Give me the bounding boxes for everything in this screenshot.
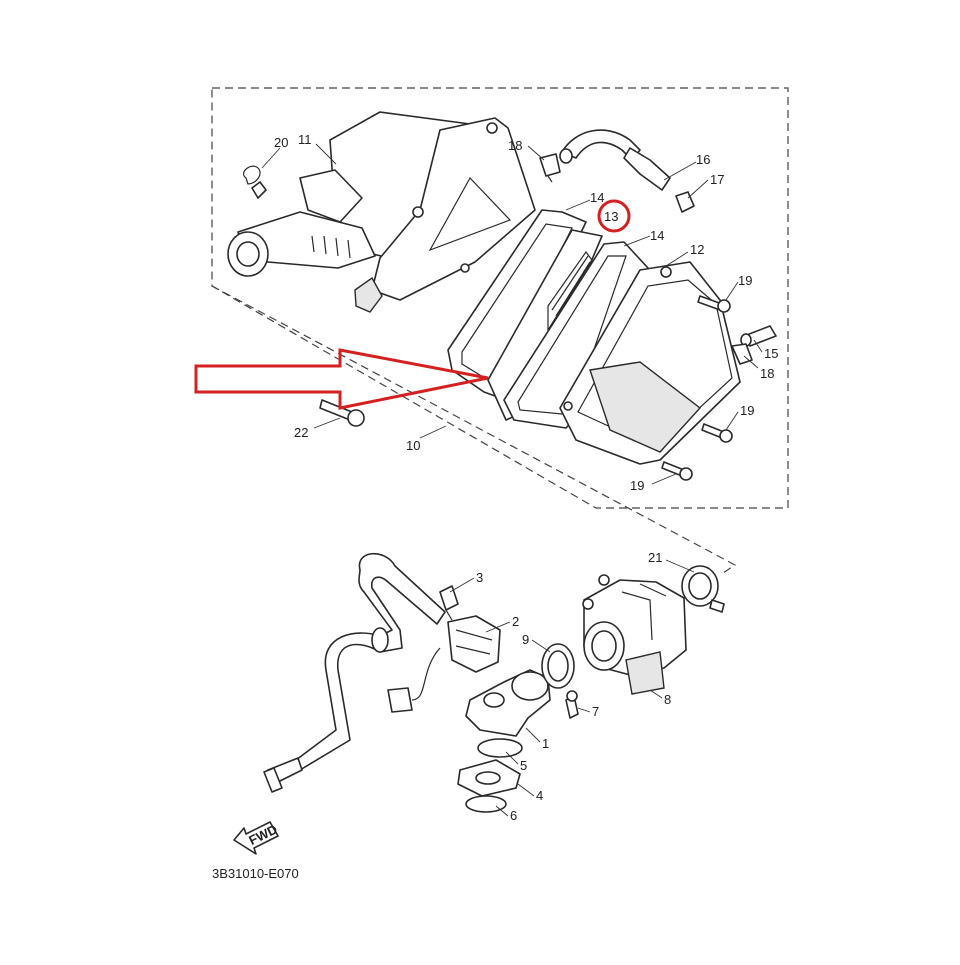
o-ring-5: [477, 738, 523, 758]
label-22: 22: [294, 425, 308, 440]
label-5: 5: [520, 758, 527, 773]
label-18-top: 18: [508, 138, 522, 153]
label-3: 3: [476, 570, 483, 585]
label-9: 9: [522, 632, 529, 647]
intake-duct: [227, 165, 376, 277]
label-14-right: 14: [650, 228, 664, 243]
label-17: 17: [710, 172, 724, 187]
highlight-circle: [597, 199, 631, 233]
label-1: 1: [542, 736, 549, 751]
label-10: 10: [406, 438, 420, 453]
assembly-boundary: [211, 87, 789, 509]
label-7: 7: [592, 704, 599, 719]
label-8: 8: [664, 692, 671, 707]
part-labels: 20 11 18 16 17 14 13 14 12 19 15 18 19 2…: [274, 132, 778, 823]
highlight-arrow: [194, 348, 489, 410]
label-21: 21: [648, 550, 662, 565]
clamp-21: [681, 565, 725, 613]
screw-19b: [701, 423, 733, 443]
screw-19c: [661, 461, 693, 481]
drain-plug-15: [740, 325, 777, 347]
label-16: 16: [696, 152, 710, 167]
label-20: 20: [274, 135, 288, 150]
throttle-body-8: [582, 574, 687, 695]
insulator-4: [457, 759, 521, 797]
label-15: 15: [764, 346, 778, 361]
label-19-top: 19: [738, 273, 752, 288]
air-cleaner-cap: [559, 261, 741, 465]
label-6: 6: [510, 808, 517, 823]
screw-7: [565, 690, 579, 719]
clamp-9: [541, 643, 575, 689]
label-11: 11: [298, 132, 312, 147]
leader-lines: [261, 143, 763, 817]
label-14-left: 14: [590, 190, 604, 205]
catalog-code: 3B31010-E070: [212, 866, 299, 881]
breather-hose: [559, 129, 671, 191]
o-ring-6: [465, 795, 507, 813]
label-12: 12: [690, 242, 704, 257]
air-cleaner-case: [299, 111, 536, 313]
screw-19a: [697, 295, 731, 313]
label-19-bottom: 19: [630, 478, 644, 493]
boundary-lead: [211, 285, 737, 576]
label-13: 13: [604, 209, 618, 224]
intake-joint-1: [465, 669, 551, 737]
wire-connector: [387, 687, 413, 713]
fwd-arrow-icon: FWD: [233, 821, 280, 855]
sensor-3: [439, 585, 459, 621]
joint-2: [411, 615, 501, 701]
hose-assembly: [263, 552, 446, 793]
clip-top: [539, 153, 561, 183]
label-2: 2: [512, 614, 519, 629]
label-4: 4: [536, 788, 543, 803]
label-18-right: 18: [760, 366, 774, 381]
label-19-mid: 19: [740, 403, 754, 418]
